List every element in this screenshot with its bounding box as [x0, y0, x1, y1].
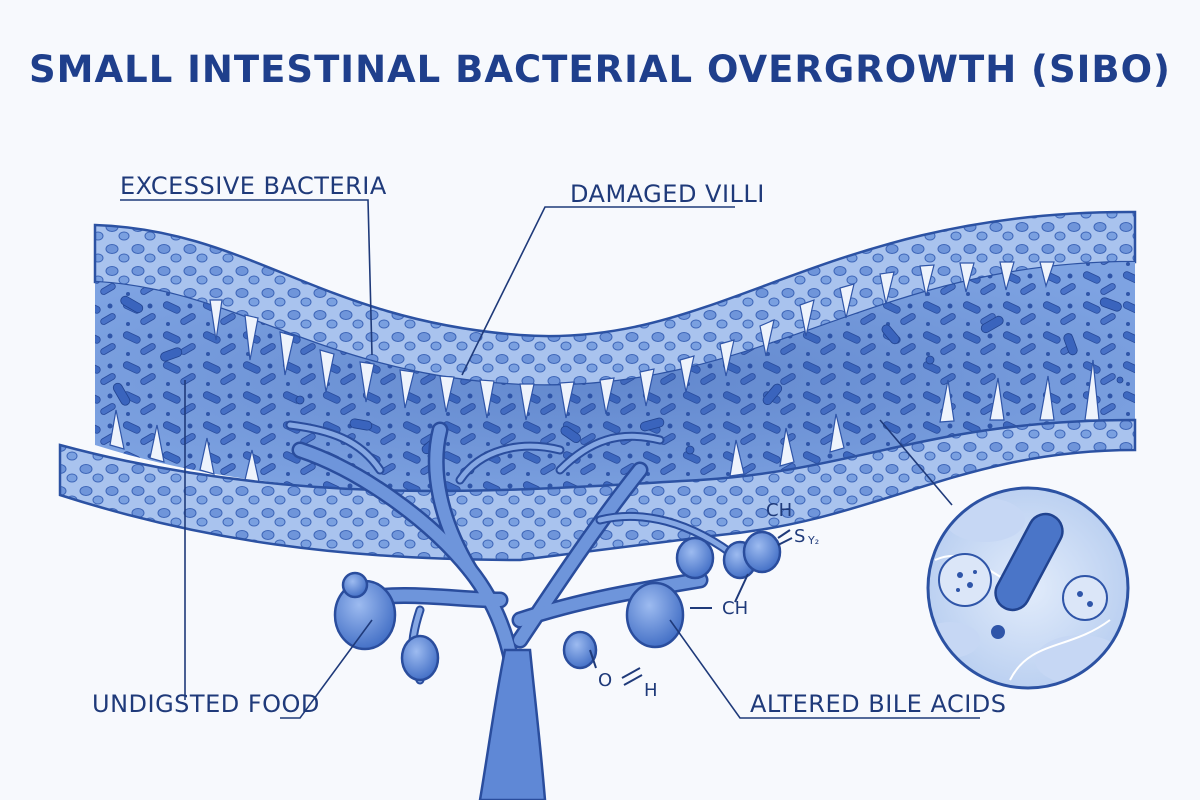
leader-lines [120, 199, 980, 719]
bile-acid-structure [589, 529, 793, 686]
label-damaged-villi: DAMAGED VILLI [570, 180, 765, 208]
label-excessive-bacteria: EXCESSIVE BACTERIA [120, 172, 387, 200]
chem-ch-right: CH [722, 598, 748, 619]
chem-s-subscript: Y₂ [807, 534, 819, 547]
damaged-villi [209, 261, 1055, 421]
chem-ch-top: CH [766, 500, 792, 521]
chem-o-atom: O [598, 670, 612, 691]
lower-intestinal-wall [58, 418, 1137, 562]
magnified-bacteria-inset [926, 486, 1130, 690]
label-altered-bile-acids: ALTERED BILE ACIDS [750, 690, 1007, 718]
undigested-food-nodules [333, 530, 782, 682]
chem-h-atom: H [644, 680, 658, 701]
chem-s-group: S [794, 526, 805, 547]
diagram-title: SMALL INTESTINAL BACTERIAL OVERGROWTH (S… [29, 48, 1171, 91]
blood-vessel-network [285, 420, 745, 800]
label-undigested-food: UNDIGSTED FOOD [92, 690, 320, 718]
